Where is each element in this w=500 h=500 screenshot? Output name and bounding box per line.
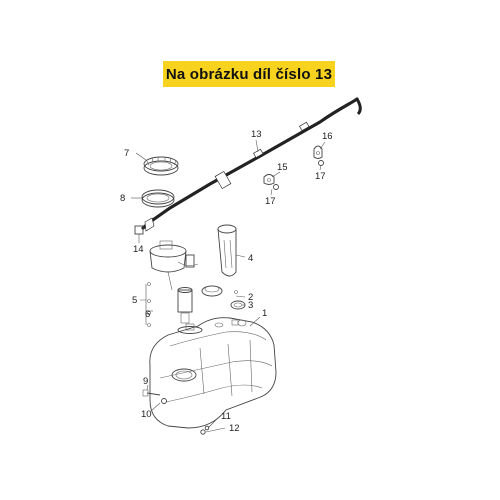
bolt-part-11 xyxy=(204,425,210,431)
callout-3: 3 xyxy=(248,300,253,311)
callout-6: 6 xyxy=(145,309,150,320)
fuel-pump-assembly xyxy=(149,240,199,291)
callout-5: 5 xyxy=(132,295,137,306)
callout-15: 15 xyxy=(277,162,288,173)
washer-part-12 xyxy=(200,429,206,435)
callout-10: 10 xyxy=(141,409,152,420)
level-sender-part-4 xyxy=(217,224,237,277)
fuel-tank-part-1 xyxy=(149,317,277,429)
ring-nut-part-7 xyxy=(143,156,179,176)
callout-9: 9 xyxy=(143,376,148,387)
callout-8: 8 xyxy=(120,193,125,204)
cap-part-2 xyxy=(201,285,238,297)
callout-16: 16 xyxy=(322,131,333,142)
callout-7: 7 xyxy=(124,148,129,159)
screw-part-17-right xyxy=(318,160,324,166)
callout-labels: 13 16 15 17 17 7 8 14 4 5 2 6 3 1 9 10 1… xyxy=(120,129,333,434)
pump-filter-parts-5-6 xyxy=(147,282,203,334)
callout-14: 14 xyxy=(133,244,144,255)
screw-part-17-left xyxy=(273,184,279,190)
bolt-part-9 xyxy=(142,389,161,397)
callout-4: 4 xyxy=(248,253,253,264)
callout-11: 11 xyxy=(221,411,231,422)
callout-1: 1 xyxy=(262,308,267,319)
clip-part-16 xyxy=(313,145,323,159)
callout-2: 2 xyxy=(248,292,253,303)
callout-13: 13 xyxy=(251,129,262,140)
callout-17-right: 17 xyxy=(315,171,326,182)
leader-lines xyxy=(131,139,326,433)
gasket-part-8 xyxy=(141,189,175,208)
washer-part-10 xyxy=(161,398,167,404)
part-number-banner: Na obrázku díl číslo 13 xyxy=(163,61,335,87)
callout-12: 12 xyxy=(229,423,240,434)
fuel-hose-part-13 xyxy=(141,97,362,232)
clip-part-15 xyxy=(263,174,275,185)
callout-17-left: 17 xyxy=(265,196,276,207)
